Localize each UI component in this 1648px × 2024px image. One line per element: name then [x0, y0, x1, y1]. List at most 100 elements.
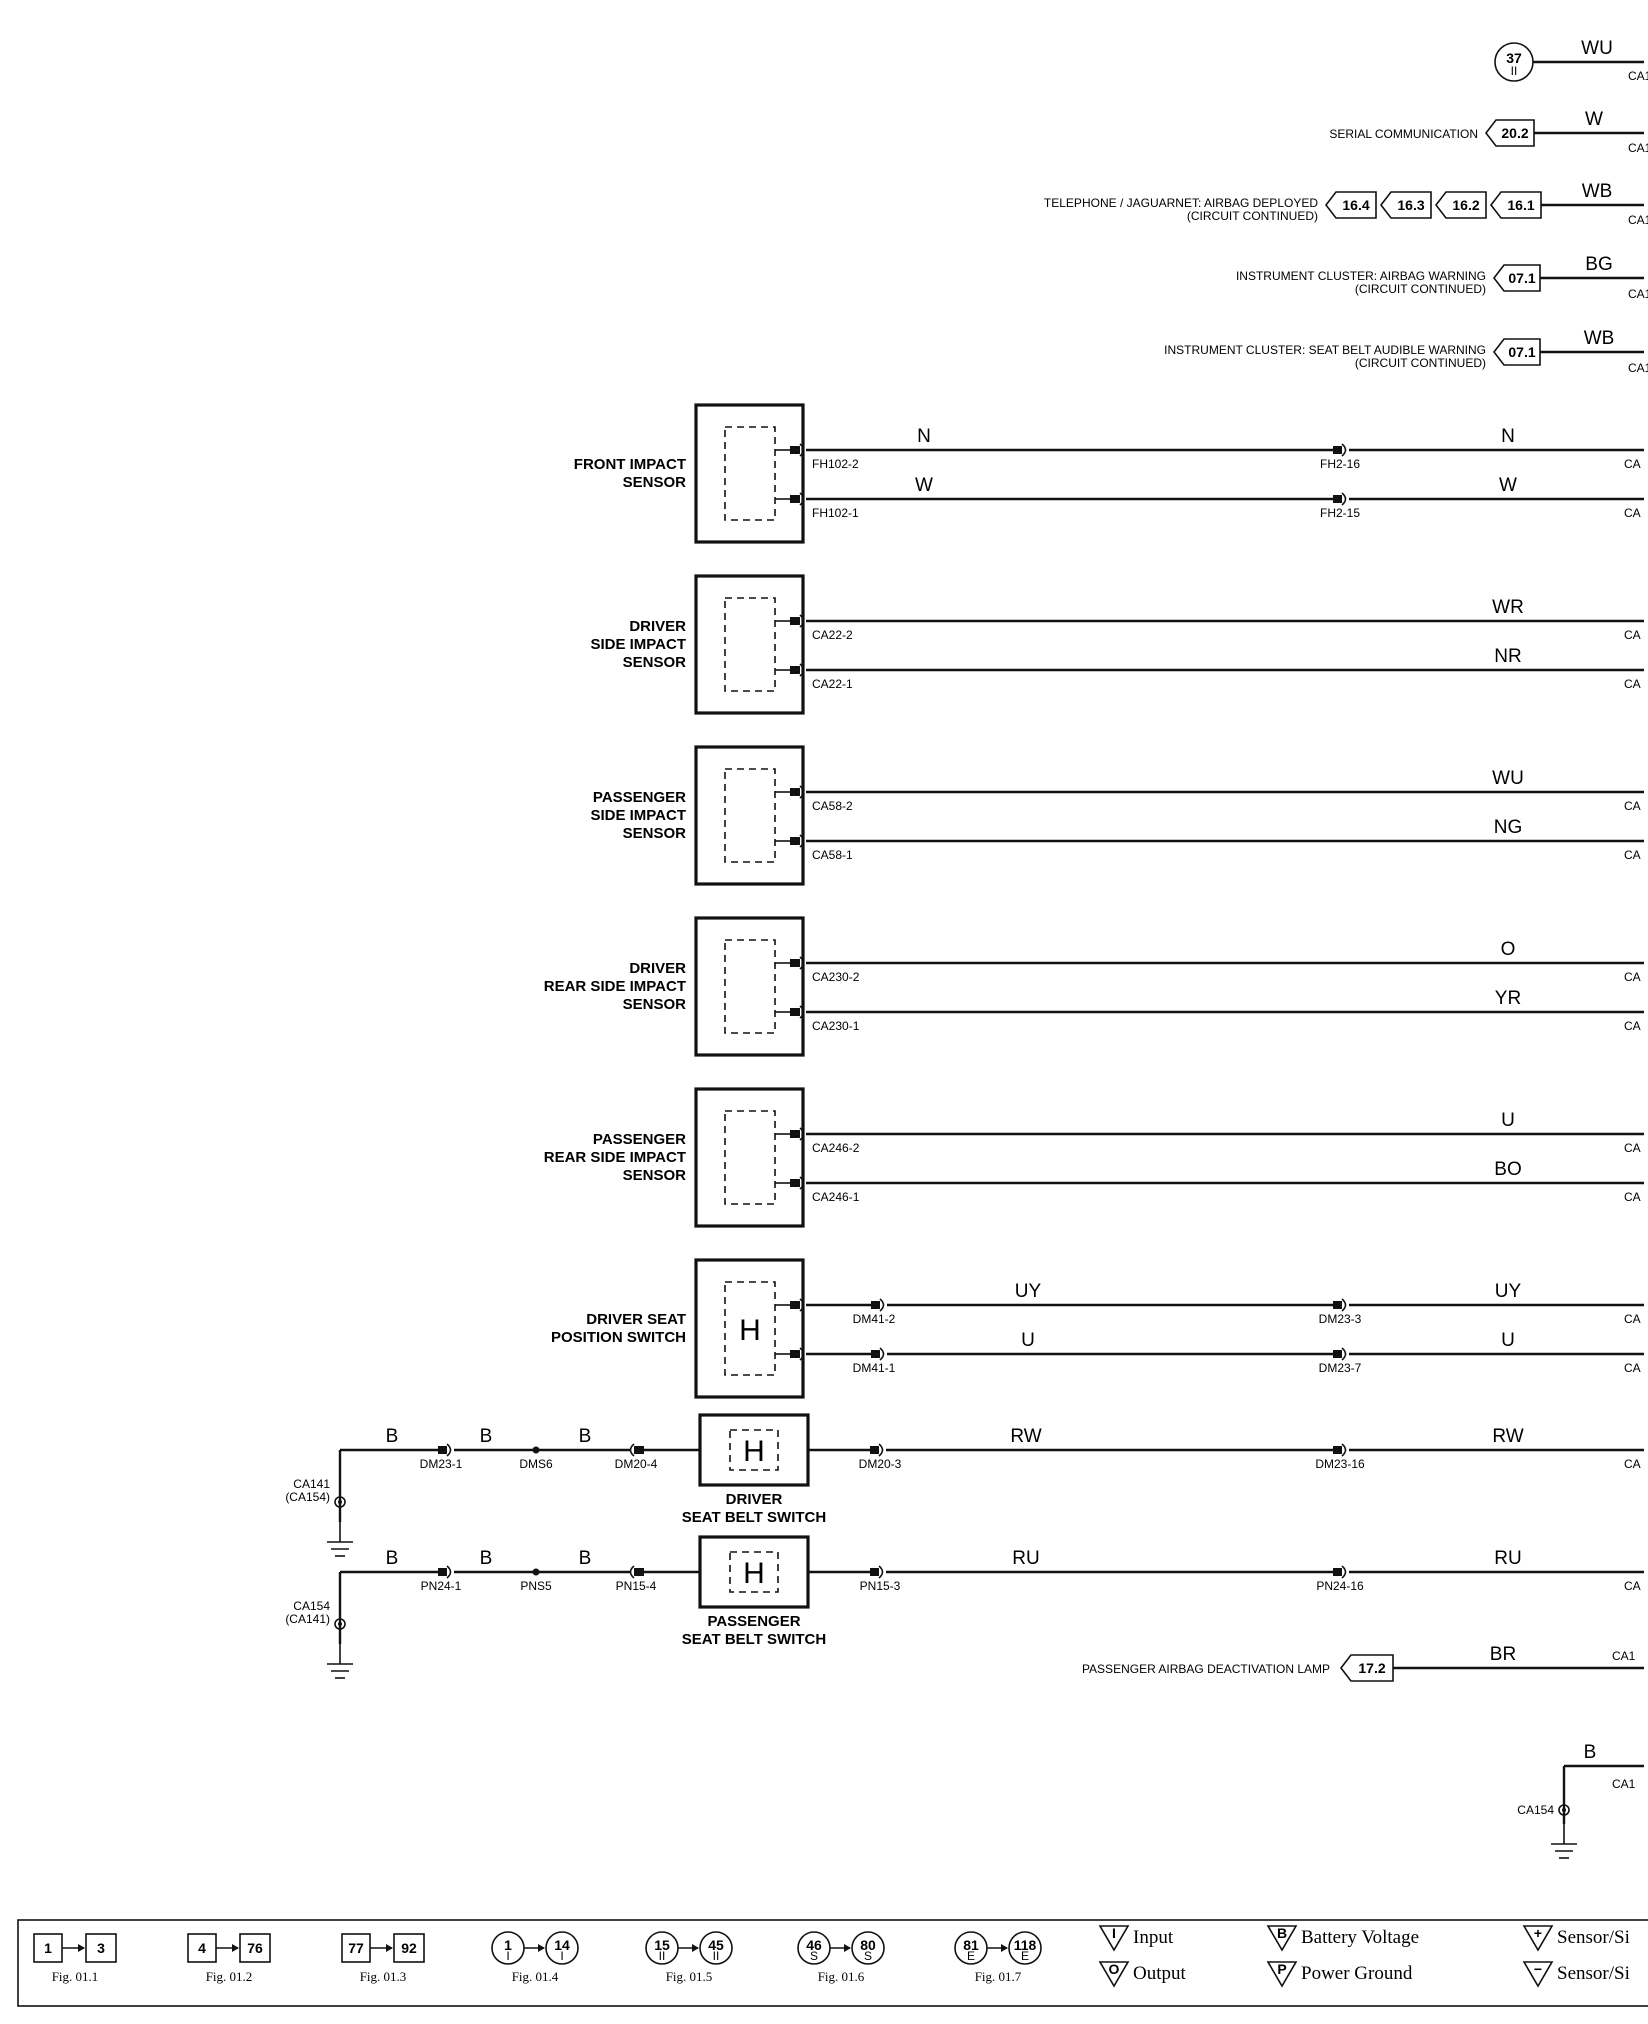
legend-from: 46: [806, 1937, 822, 1953]
ref-box-ref-seatbelt-warning: 07.1: [1492, 338, 1541, 366]
connector-socket: [629, 1565, 635, 1579]
legend-fig-label: Fig. 01.2: [206, 1969, 253, 1984]
legend-symbol-label: Battery Voltage: [1301, 1927, 1419, 1948]
triangle-icon: [1522, 1961, 1554, 1988]
wire-color-label: B: [480, 1548, 493, 1569]
ref-box-ref-seatbelt-warning-value: 07.1: [1508, 344, 1535, 360]
connector-socket: [879, 1298, 885, 1312]
wire-color-label: B: [579, 1548, 592, 1569]
legend-symbol-label: Sensor/Si: [1557, 1927, 1630, 1948]
triangle-glyph: I: [1112, 1925, 1116, 1941]
legend-to: 80: [860, 1937, 876, 1953]
ref-box-16.3-value: 16.3: [1397, 197, 1424, 213]
component-label: DRIVER SEAT: [586, 1311, 686, 1328]
connector-label: CA1: [1628, 361, 1648, 375]
ground-icon: [327, 1644, 353, 1679]
ground-point-dot: [338, 1500, 342, 1504]
ref-circle-value: 37: [1506, 50, 1522, 66]
splice-label: DMS6: [519, 1457, 553, 1471]
ground-point-icon: [334, 1496, 346, 1508]
legend-fig-label: Fig. 01.7: [975, 1969, 1022, 1984]
arrow-icon: [232, 1944, 239, 1952]
connector-socket: [1341, 492, 1347, 506]
legend-to: 14: [554, 1937, 570, 1953]
connector-label: CA22-2: [812, 628, 853, 642]
ground-label: CA154: [293, 1599, 330, 1613]
component-dashed-outline: [724, 1110, 776, 1205]
ref-box-16.2-shape: [1434, 191, 1487, 219]
ground-point-icon: [334, 1618, 346, 1630]
triangle-icon: [1098, 1961, 1130, 1988]
connector-label: CA1: [1628, 213, 1648, 227]
ref-box-serial: 20.2: [1484, 119, 1535, 147]
connector-pin: [1333, 1350, 1342, 1358]
terminal-socket: [799, 1005, 805, 1019]
component-label: REAR SIDE IMPACT: [544, 978, 686, 995]
wire-color-label: RU: [1494, 1548, 1521, 1569]
legend-sub: II: [713, 1949, 720, 1963]
component-label: PASSENGER: [593, 789, 686, 806]
triangle-glyph: −: [1534, 1961, 1542, 1977]
legend-sub: E: [967, 1949, 975, 1963]
component-box: [694, 1087, 805, 1228]
switch-box: [698, 1535, 810, 1609]
legend-circle-icon: [1008, 1931, 1042, 1965]
connector-label: CA: [1624, 628, 1641, 642]
ground-point-dot: [1562, 1808, 1566, 1812]
component-box: [694, 403, 805, 544]
legend-fig-label: Fig. 01.3: [360, 1969, 407, 1984]
connector-label: CA1: [1612, 1649, 1636, 1663]
terminal-socket: [799, 785, 805, 799]
triangle-glyph: O: [1109, 1961, 1120, 1977]
connector-socket: [1341, 443, 1347, 457]
connector-icon: [870, 1443, 884, 1457]
connector-icon: [1333, 1443, 1347, 1457]
terminal-pin: [790, 617, 800, 625]
switch-symbol: H: [743, 1435, 765, 1468]
ref-circle-sub: II: [1511, 64, 1518, 78]
connector-label: CA: [1624, 1361, 1641, 1375]
component-box: [694, 745, 805, 886]
connector-socket: [629, 1443, 635, 1457]
switch-dashed-outline: [729, 1551, 779, 1593]
component-box: [694, 1258, 805, 1399]
connector-label: CA: [1624, 848, 1641, 862]
splice-icon: [532, 1568, 540, 1576]
connector-socket: [879, 1347, 885, 1361]
wire-color-label: NG: [1494, 817, 1523, 838]
connector-pin: [1333, 1446, 1342, 1454]
legend-sub: II: [659, 1949, 666, 1963]
connector-label: CA: [1624, 1457, 1641, 1471]
front-impact-sensor: FRONT IMPACTSENSORFH102-2NFH2-16NCAFH102…: [574, 403, 1644, 544]
connector-socket: [1341, 1347, 1347, 1361]
connector-label: CA: [1624, 1190, 1641, 1204]
wire-color-label: B: [386, 1426, 399, 1447]
connector-label: CA: [1624, 1141, 1641, 1155]
legend-fig-label: Fig. 01.1: [52, 1969, 99, 1984]
connector-pin: [1333, 495, 1342, 503]
arrow-icon: [538, 1944, 545, 1952]
legend-from: 15: [654, 1937, 670, 1953]
connector-pin: [871, 1301, 880, 1309]
ground-label: CA154: [1517, 1803, 1554, 1817]
legend-sub: E: [1021, 1949, 1029, 1963]
wire-color-label: WU: [1492, 768, 1524, 789]
triangle-icon: [1266, 1961, 1298, 1988]
component-label: SENSOR: [623, 654, 687, 671]
connector-pin: [1333, 1568, 1342, 1576]
connector-pin: [1333, 446, 1342, 454]
wire-color-label: BR: [1490, 1644, 1516, 1665]
switch-label: SEAT BELT SWITCH: [682, 1509, 826, 1526]
connector-label: CA: [1624, 1312, 1641, 1326]
terminal-pin: [790, 1301, 800, 1309]
ref-box-ref-airbag-warning: 07.1: [1492, 264, 1541, 292]
connector-label: CA: [1624, 677, 1641, 691]
connector-icon: [1333, 492, 1347, 506]
